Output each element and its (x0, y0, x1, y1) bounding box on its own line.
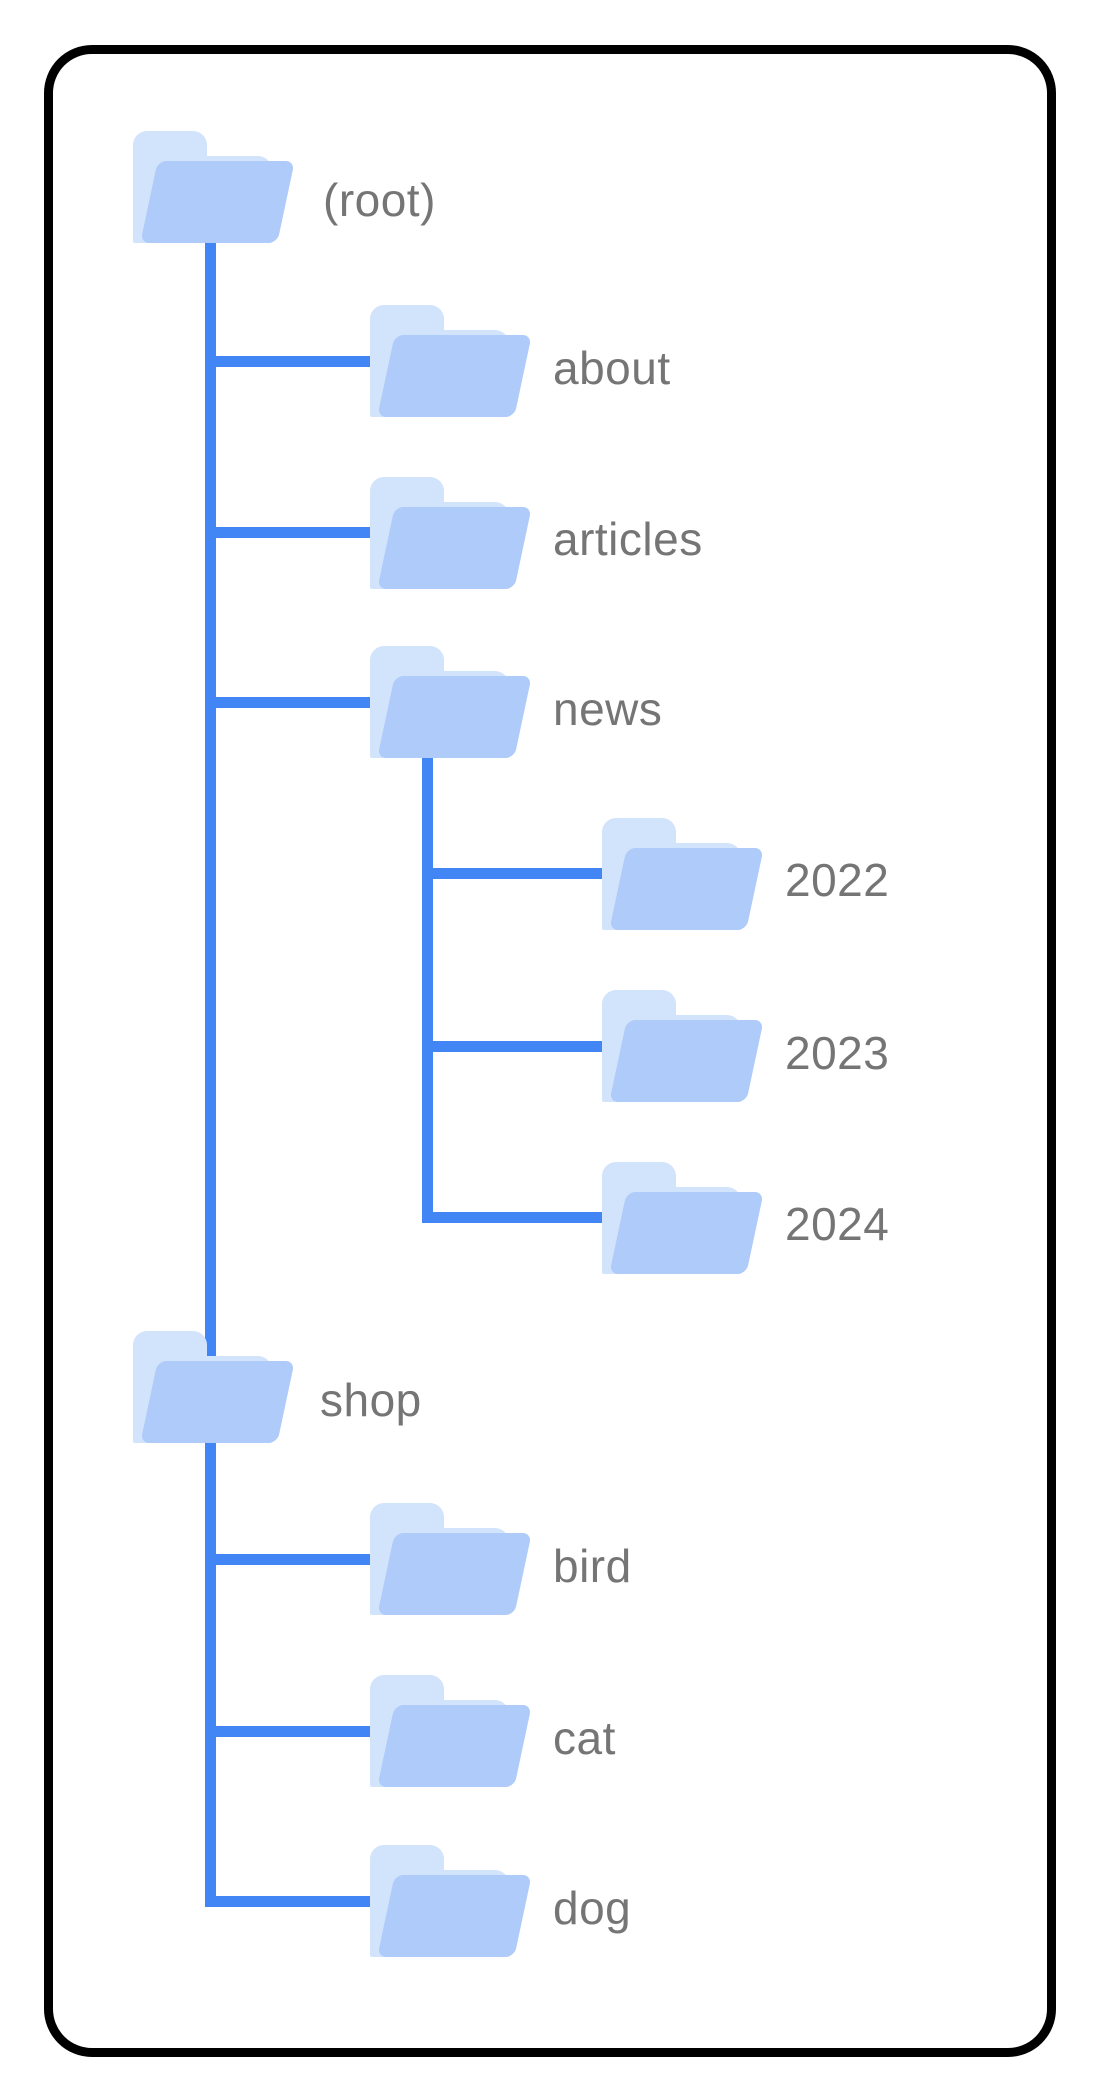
folder-label-2024: 2024 (785, 1198, 890, 1250)
tree-branch-dog (205, 1896, 390, 1907)
folder-icon (370, 1503, 532, 1615)
tree-branch-2024 (422, 1212, 617, 1223)
tree-branch-about (205, 356, 390, 367)
folder-label-dog: dog (553, 1882, 632, 1934)
folder-icon (370, 646, 532, 758)
tree-branch-news (205, 697, 390, 708)
folder-label-cat: cat (553, 1712, 616, 1764)
folder-node-shop (133, 1331, 295, 1443)
folder-node-articles (370, 477, 532, 589)
folder-icon (133, 131, 295, 243)
tree-branch-cat (205, 1726, 390, 1737)
folder-label-shop: shop (320, 1374, 422, 1426)
folder-node-news (370, 646, 532, 758)
folder-node-2023 (602, 990, 764, 1102)
folder-node-cat (370, 1675, 532, 1787)
tree-branch-articles (205, 527, 390, 538)
folder-label-bird: bird (553, 1540, 632, 1592)
folder-label-2022: 2022 (785, 854, 890, 906)
tree-branch-2022 (422, 868, 617, 879)
folder-label-news: news (553, 683, 663, 735)
folder-node-about (370, 305, 532, 417)
folder-node-bird (370, 1503, 532, 1615)
folder-label-root: (root) (323, 174, 436, 226)
folder-node-2022 (602, 818, 764, 930)
folder-icon (370, 1675, 532, 1787)
folder-node-root (133, 131, 295, 243)
tree-trunk-root (205, 240, 216, 1907)
folder-icon (602, 990, 764, 1102)
folder-icon (602, 1162, 764, 1274)
folder-icon (133, 1331, 295, 1443)
folder-node-2024 (602, 1162, 764, 1274)
folder-label-articles: articles (553, 513, 703, 565)
tree-branch-bird (205, 1554, 390, 1565)
folder-icon (602, 818, 764, 930)
folder-node-dog (370, 1845, 532, 1957)
folder-icon (370, 477, 532, 589)
tree-trunk-news (422, 752, 433, 1223)
folder-icon (370, 305, 532, 417)
folder-label-2023: 2023 (785, 1027, 890, 1079)
folder-label-about: about (553, 342, 671, 394)
folder-icon (370, 1845, 532, 1957)
tree-branch-2023 (422, 1041, 617, 1052)
